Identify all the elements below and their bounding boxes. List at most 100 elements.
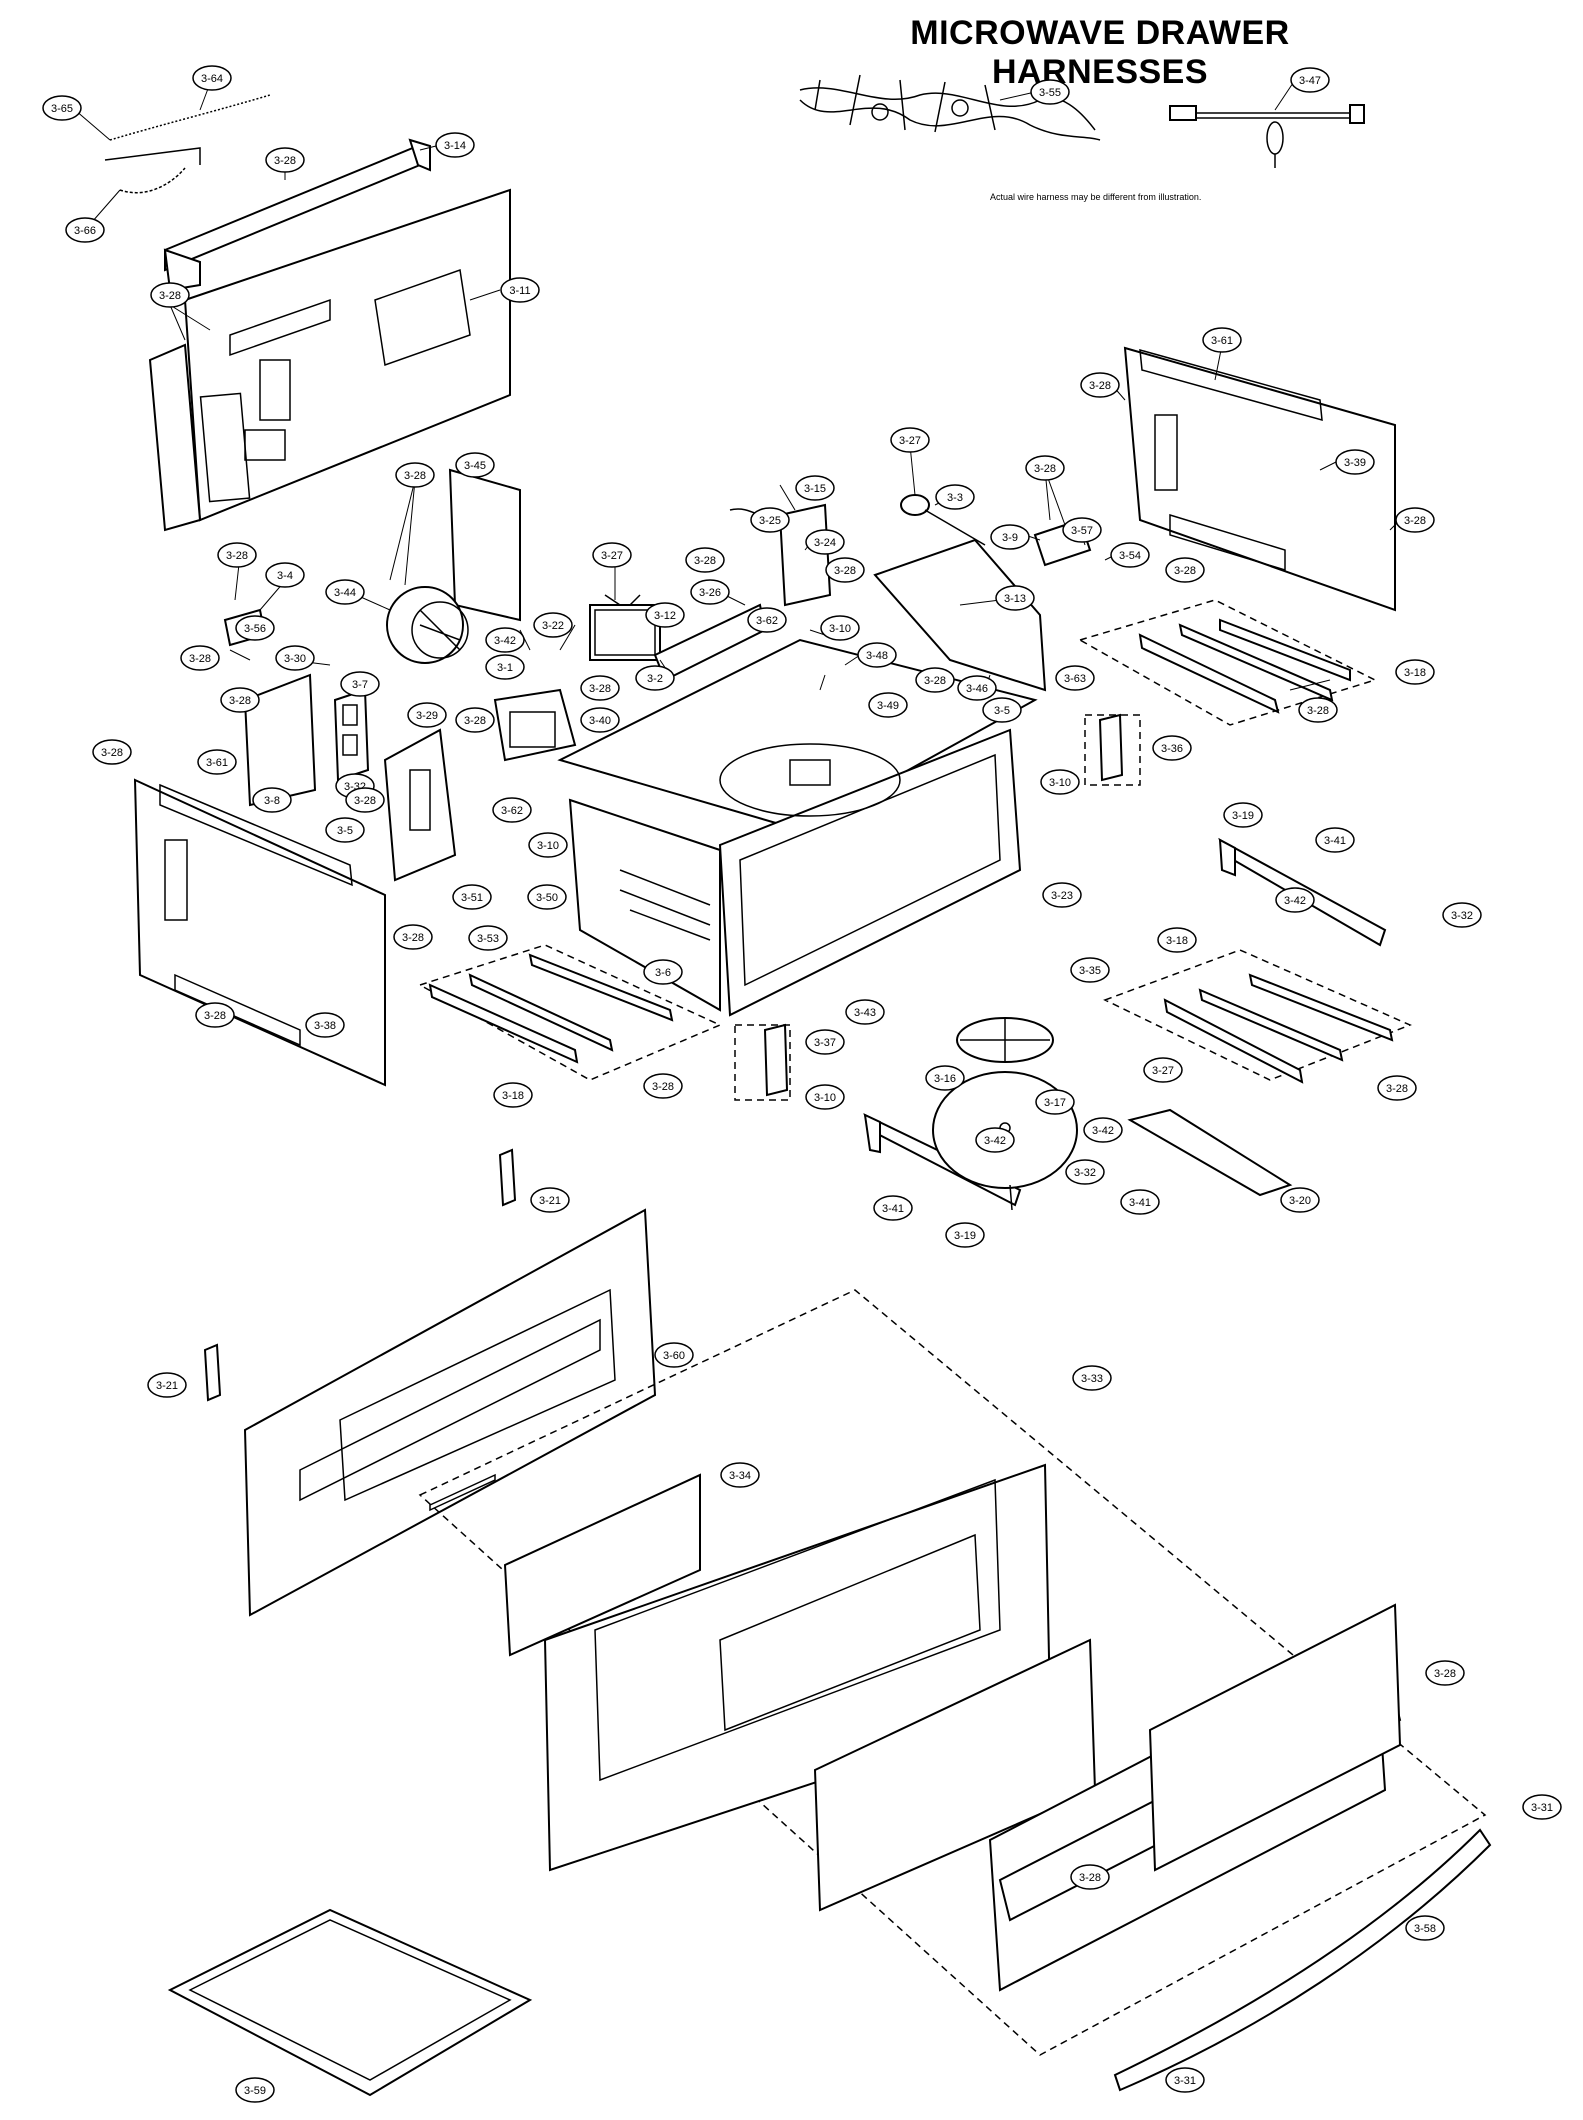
callout-3-1: 3-1: [485, 654, 525, 680]
callout-bubble: [455, 707, 495, 733]
fan-assembly-3-44: [386, 468, 521, 664]
callout-3-37: 3-37: [805, 1029, 845, 1055]
callout-bubble: [1120, 1189, 1160, 1215]
callout-3-45: 3-45: [455, 452, 495, 478]
callout-bubble: [1152, 735, 1192, 761]
callout-label: 3-10: [814, 1092, 836, 1104]
callout-label: 3-54: [1119, 550, 1141, 562]
callout-label: 3-18: [1404, 667, 1426, 679]
callout-label: 3-17: [1044, 1097, 1066, 1109]
callout-3-5: 3-5: [982, 697, 1022, 723]
callout-label: 3-27: [1152, 1065, 1174, 1077]
callout-3-28: 3-28: [1377, 1075, 1417, 1101]
callout-bubble: [220, 687, 260, 713]
callout-label: 3-28: [1034, 463, 1056, 475]
callout-label: 3-28: [189, 653, 211, 665]
callout-label: 3-27: [601, 550, 623, 562]
callout-3-28: 3-28: [345, 787, 385, 813]
callout-bubble: [868, 692, 908, 718]
callout-label: 3-25: [759, 515, 781, 527]
callout-label: 3-43: [854, 1007, 876, 1019]
callout-3-29: 3-29: [407, 702, 447, 728]
callout-3-7: 3-7: [340, 671, 380, 697]
callout-label: 3-28: [464, 715, 486, 727]
callout-bubble: [533, 612, 573, 638]
callout-bubble: [1025, 455, 1065, 481]
callout-label: 3-57: [1071, 525, 1093, 537]
callout-label: 3-11: [509, 285, 530, 297]
callout-bubble: [305, 1012, 345, 1038]
callout-label: 3-18: [1166, 935, 1188, 947]
callout-3-18: 3-18: [1395, 659, 1435, 685]
callout-3-53: 3-53: [468, 925, 508, 951]
callout-label: 3-28: [924, 675, 946, 687]
callout-bubble: [492, 797, 532, 823]
callout-label: 3-34: [729, 1470, 751, 1482]
callout-label: 3-47: [1299, 75, 1321, 87]
callout-bubble: [485, 654, 525, 680]
callout-bubble: [645, 602, 685, 628]
callout-bubble: [197, 749, 237, 775]
bracket-3-7: [243, 673, 370, 807]
callout-3-10: 3-10: [1040, 769, 1080, 795]
callout-label: 3-28: [1079, 1872, 1101, 1884]
callout-3-42: 3-42: [975, 1127, 1015, 1153]
callout-bubble: [1315, 827, 1355, 853]
callout-3-55: 3-55: [1030, 79, 1070, 105]
callout-3-61: 3-61: [1202, 327, 1242, 353]
callout-bubble: [1395, 507, 1435, 533]
callout-3-28: 3-28: [265, 147, 305, 173]
callout-3-48: 3-48: [857, 642, 897, 668]
callout-bubble: [195, 1002, 235, 1028]
callout-bubble: [493, 1082, 533, 1108]
callout-3-15: 3-15: [795, 475, 835, 501]
callout-label: 3-21: [156, 1380, 178, 1392]
callout-bubble: [1110, 542, 1150, 568]
callout-label: 3-28: [204, 1010, 226, 1022]
callout-3-54: 3-54: [1110, 542, 1150, 568]
callout-bubble: [685, 547, 725, 573]
callout-label: 3-62: [756, 615, 778, 627]
callout-bubble: [1070, 1864, 1110, 1890]
callout-bubble: [915, 667, 955, 693]
callout-label: 3-5: [994, 705, 1010, 717]
callout-bubble: [1377, 1075, 1417, 1101]
callout-bubble: [1030, 79, 1070, 105]
callout-label: 3-36: [1161, 743, 1183, 755]
callout-label: 3-15: [804, 483, 826, 495]
callout-label: 3-6: [655, 967, 671, 979]
callout-3-28: 3-28: [195, 1002, 235, 1028]
callout-label: 3-2: [647, 673, 663, 685]
callout-3-26: 3-26: [690, 579, 730, 605]
callout-3-41: 3-41: [873, 1195, 913, 1221]
callout-label: 3-28: [229, 695, 251, 707]
callout-bubble: [1070, 957, 1110, 983]
callout-label: 3-51: [461, 892, 483, 904]
callout-3-33: 3-33: [1072, 1365, 1112, 1391]
bracket-3-37: [734, 1023, 791, 1101]
callout-3-57: 3-57: [1062, 517, 1102, 543]
callout-bubble: [1062, 517, 1102, 543]
callout-label: 3-50: [536, 892, 558, 904]
callout-bubble: [1143, 1057, 1183, 1083]
callout-label: 3-56: [244, 623, 266, 635]
callout-label: 3-31: [1174, 2075, 1196, 2087]
callout-bubble: [935, 484, 975, 510]
callout-3-21: 3-21: [530, 1187, 570, 1213]
callout-bubble: [1405, 1915, 1445, 1941]
bracket-3-29: [383, 728, 457, 882]
callout-3-19: 3-19: [1223, 802, 1263, 828]
callout-bubble: [530, 1187, 570, 1213]
cord-parts-3-64: [104, 94, 271, 194]
callout-3-28: 3-28: [1395, 507, 1435, 533]
callout-3-28: 3-28: [685, 547, 725, 573]
callout-label: 3-65: [51, 103, 73, 115]
harness-note: Actual wire harness may be different fro…: [990, 192, 1202, 202]
callout-bubble: [805, 1084, 845, 1110]
callout-bubble: [345, 787, 385, 813]
callout-3-41: 3-41: [1315, 827, 1355, 853]
callout-label: 3-28: [159, 290, 181, 302]
callout-3-17: 3-17: [1035, 1089, 1075, 1115]
callout-3-18: 3-18: [493, 1082, 533, 1108]
callout-label: 3-3: [947, 492, 963, 504]
